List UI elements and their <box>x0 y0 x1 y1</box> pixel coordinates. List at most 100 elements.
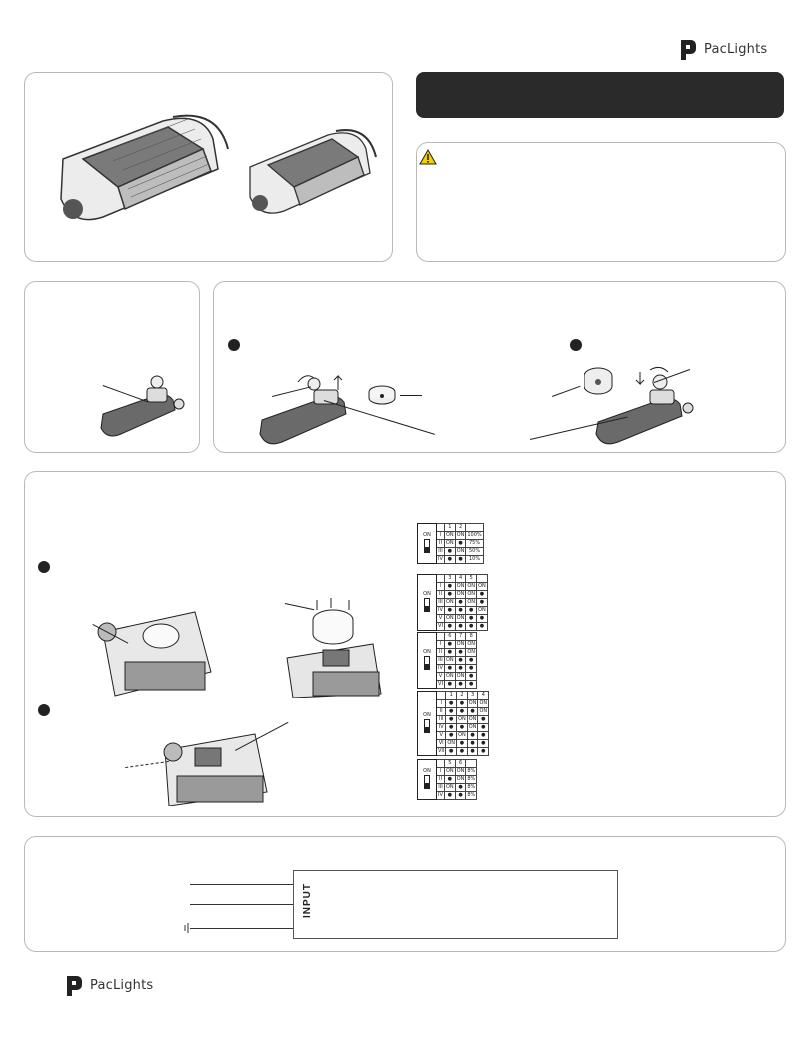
ground-icon <box>184 923 189 933</box>
table-cell: ON <box>444 614 456 623</box>
table-cell: ● <box>476 614 488 623</box>
table-cell: ● <box>476 598 488 607</box>
table-cell: ● <box>444 775 456 784</box>
table-cell: ON <box>454 590 467 599</box>
table-cell: IV <box>436 791 445 800</box>
brand-name: PacLights <box>704 41 768 57</box>
wire-line <box>190 884 294 885</box>
table-cell: ● <box>466 707 479 716</box>
table-cell: II <box>436 775 445 784</box>
table-cell: IV <box>436 606 445 615</box>
switch-label: ON <box>423 767 431 774</box>
table-cell: ● <box>466 747 479 756</box>
table-cell: ON <box>444 531 456 540</box>
table-cell: ON <box>456 731 468 740</box>
dip-switch-icon <box>424 774 430 789</box>
table-cell: 50% <box>465 547 484 556</box>
warning-panel <box>416 142 786 262</box>
table-cell: ON <box>417 691 437 756</box>
table-cell: ● <box>454 783 467 792</box>
table-cell <box>436 523 445 532</box>
table-cell: V <box>436 672 445 681</box>
table-cell: I <box>436 531 445 540</box>
table-cell: 8% <box>465 767 478 776</box>
table-cell: III <box>436 598 445 607</box>
table-cell: IV <box>435 723 447 732</box>
table-cell: ON <box>417 574 437 631</box>
table-header: 8 <box>465 632 478 641</box>
table-cell: ON <box>477 707 490 716</box>
table-cell: ON <box>454 672 467 681</box>
table-cell: ● <box>444 582 456 591</box>
table-cell: ● <box>445 699 458 708</box>
table-cell: II <box>436 590 445 599</box>
table-cell: ● <box>444 555 456 564</box>
table-cell: VII <box>435 747 447 756</box>
table-cell: ON <box>444 598 456 607</box>
table-cell: ● <box>454 664 467 673</box>
table-cell: VI <box>435 739 447 748</box>
table-cell: ON <box>465 582 478 591</box>
table-cell: ON <box>444 672 456 681</box>
table-header: 2 <box>454 523 467 532</box>
table-cell: ON <box>466 723 479 732</box>
table-cell: ON <box>465 590 478 599</box>
table-cell: ● <box>477 731 490 740</box>
paclights-logo-icon <box>64 974 84 996</box>
section-header-bar <box>416 72 784 118</box>
table-cell: ● <box>444 606 456 615</box>
table-cell: ● <box>444 791 456 800</box>
dip-switch-icon <box>424 538 430 553</box>
switch-label: ON <box>423 590 431 597</box>
table-cell: ● <box>454 656 467 665</box>
table-cell: ● <box>454 791 467 800</box>
table-cell: ● <box>466 731 479 740</box>
table-cell: ● <box>476 590 488 599</box>
table-cell: ON <box>417 523 437 564</box>
table-cell: ON <box>445 739 458 748</box>
callout-leader <box>552 385 581 397</box>
table-cell: ● <box>445 731 458 740</box>
table-cell: VI <box>436 622 445 631</box>
table-cell <box>436 574 445 583</box>
photocell-overview-panel <box>24 281 200 453</box>
table-cell: ON <box>456 715 468 724</box>
table-cell: ● <box>465 622 478 631</box>
table-cell: ● <box>477 723 490 732</box>
table-cell: I <box>435 699 447 708</box>
table-cell: ● <box>454 539 467 548</box>
table-cell: II <box>435 707 447 716</box>
table-cell: ● <box>465 656 478 665</box>
dip-switch-icon <box>424 597 430 612</box>
dip-switch-icon <box>424 655 430 670</box>
table-cell: 8% <box>465 775 478 784</box>
table-cell: ON <box>466 715 479 724</box>
brand-logo-top: PacLights <box>678 38 767 60</box>
table-cell: ● <box>466 739 479 748</box>
table-cell: ON <box>444 656 456 665</box>
table-cell: III <box>436 656 445 665</box>
luminaire-photocell-illustration <box>100 375 185 437</box>
callout-leader <box>400 395 422 396</box>
table-cell: ON <box>454 775 467 784</box>
luminaire-small-illustration <box>249 129 377 214</box>
table-header: 2 <box>456 691 468 700</box>
table-cell: ● <box>456 739 468 748</box>
table-cell <box>436 759 445 768</box>
table-cell: ON <box>476 582 488 591</box>
table-cell: III <box>436 783 445 792</box>
table-cell: ON <box>417 632 437 689</box>
table-cell: ● <box>444 664 456 673</box>
table-row: IV●●8% <box>418 791 478 800</box>
table-cell: 75% <box>465 539 484 548</box>
table-cell: III <box>435 715 447 724</box>
product-images-panel <box>24 72 393 262</box>
table-cell: ON <box>454 767 467 776</box>
wire-line <box>190 904 294 905</box>
